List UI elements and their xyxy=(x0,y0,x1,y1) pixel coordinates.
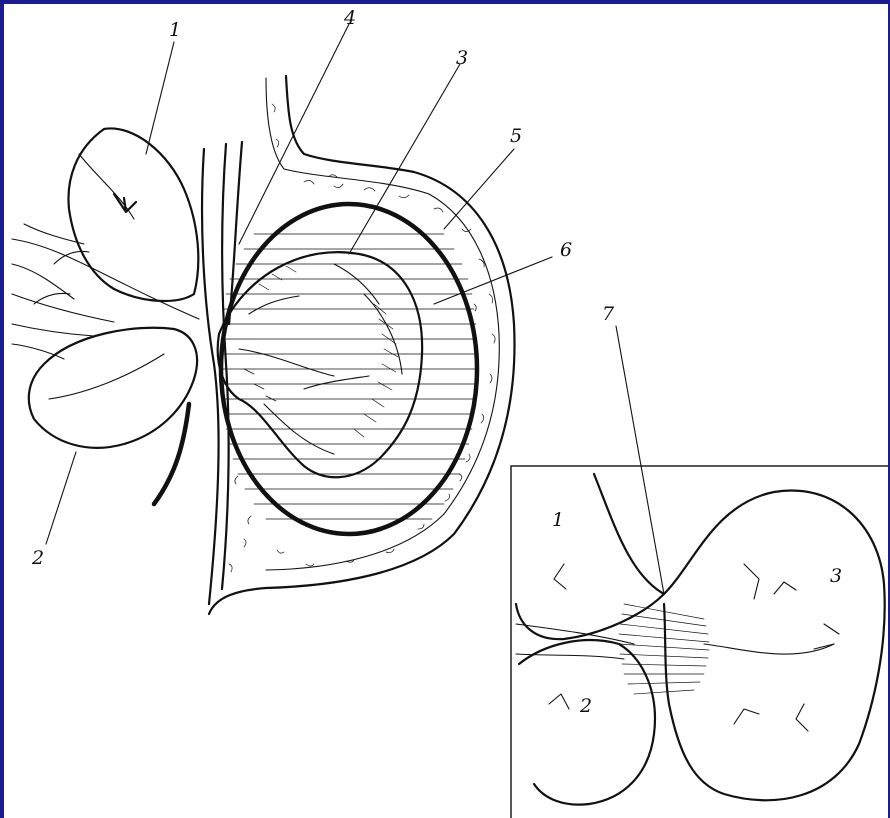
inset-label-2: 2 xyxy=(579,695,592,717)
label-1: 1 xyxy=(169,19,181,41)
inset-label-1: 1 xyxy=(552,509,564,531)
lower-lobe-fold xyxy=(49,354,164,399)
inner-mass xyxy=(218,252,422,477)
main-drawing: 1 2 3 4 5 6 xyxy=(12,7,572,614)
mesentery-vessels xyxy=(12,224,199,359)
leader-lines xyxy=(46,24,552,544)
mass-texture xyxy=(239,264,402,454)
lower-lobe xyxy=(29,328,197,448)
upper-lobe xyxy=(68,128,198,301)
inset-panel: 7 1 2 3 xyxy=(511,303,888,818)
label-7: 7 xyxy=(602,303,615,325)
label-6: 6 xyxy=(560,239,572,261)
inset-label-3: 3 xyxy=(830,565,842,587)
label-5: 5 xyxy=(510,125,522,147)
mass-shading xyxy=(244,266,398,437)
anatomical-illustration: 1 2 3 4 5 6 7 xyxy=(4,4,888,818)
label-4: 4 xyxy=(343,7,356,29)
label-2: 2 xyxy=(31,547,44,569)
vessel-tail xyxy=(154,404,189,504)
wall-texture xyxy=(229,104,495,572)
label-3: 3 xyxy=(456,47,468,69)
